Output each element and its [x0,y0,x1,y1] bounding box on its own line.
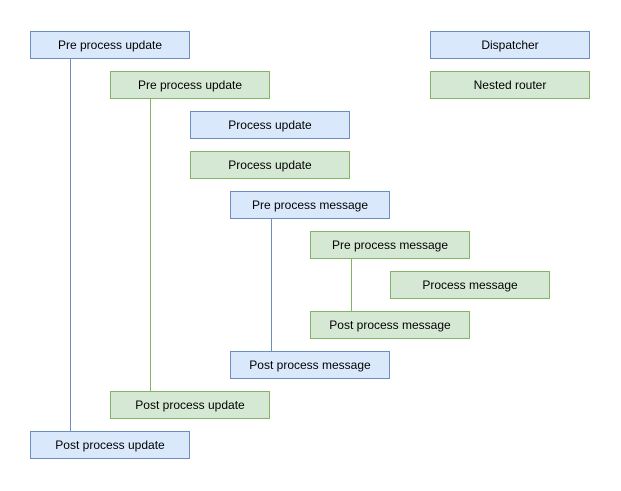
process-node[interactable]: Pre process update [30,31,190,59]
process-node[interactable]: Post process message [310,311,470,339]
process-node-label: Post process message [249,357,371,372]
legend-item-label: Nested router [473,78,547,92]
process-node[interactable]: Process message [390,271,550,299]
process-node-label: Pre process message [331,237,449,252]
process-node-label: Post process update [55,437,165,452]
connector-n5-to-n9 [271,219,272,351]
connector-n2-to-n10 [150,99,151,391]
process-node[interactable]: Post process message [230,351,390,379]
legend-item-label: Dispatcher [481,38,539,52]
process-node[interactable]: Process update [190,151,350,179]
legend-item-nested-router[interactable]: Nested router [430,71,590,99]
process-node-label: Process update [228,117,312,132]
connector-n6-to-n8 [351,259,352,311]
process-node-label: Process message [422,277,518,292]
process-node-label: Post process message [329,317,451,332]
process-node[interactable]: Process update [190,111,350,139]
process-node-label: Pre process update [137,77,243,92]
process-node[interactable]: Pre process message [230,191,390,219]
process-node[interactable]: Pre process message [310,231,470,259]
legend-item-dispatcher[interactable]: Dispatcher [430,31,590,59]
connector-n1-to-n11 [70,59,71,431]
process-node-label: Post process update [135,397,245,412]
process-node[interactable]: Pre process update [110,71,270,99]
process-node[interactable]: Post process update [30,431,190,459]
process-node-label: Pre process message [251,197,369,212]
process-node-label: Process update [228,157,312,172]
process-node[interactable]: Post process update [110,391,270,419]
process-node-label: Pre process update [57,37,163,52]
